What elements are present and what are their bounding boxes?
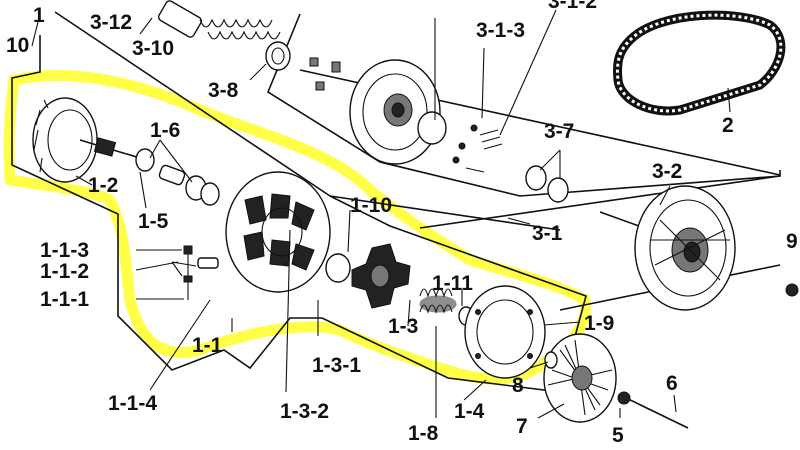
callout-9: 9 [786,230,798,253]
cover-1-4 [464,285,546,379]
bolt-6 [621,395,689,429]
washer-3-7a [525,165,547,191]
callout-1-1-3: 1-1-3 [40,239,89,262]
callout-8: 8 [512,374,524,397]
callout-1-8: 1-8 [408,422,439,445]
driven-pulley-3-2 [599,185,736,311]
bushing-1-6a [158,164,186,186]
callout-7: 7 [516,415,528,438]
ring-1-5 [135,148,155,172]
callout-1-10: 1-10 [350,194,392,217]
highlight-outline [3,69,592,385]
frame-line-right [419,175,781,229]
ring-3-1-3 [417,111,447,145]
washer-8 [544,351,558,369]
sheave-1-2 [32,97,141,183]
driven-sheave-3-1 [309,57,441,165]
callout-3-7: 3-7 [544,120,574,143]
nut-9 [785,283,799,297]
frame-line-lower [329,195,561,231]
drive-belt-2 [613,10,786,116]
callout-1: 1 [33,4,45,27]
frame-line-top [54,11,331,197]
washer-3-8 [265,41,291,71]
movable-sheave-1-1 [225,171,331,293]
callout-1-1-1: 1-1-1 [40,288,89,311]
fan-7 [543,333,617,423]
callout-3-2: 3-2 [652,160,682,183]
washer-5 [617,391,631,405]
callout-1-6: 1-6 [150,119,180,142]
callout-1-11: 1-11 [432,272,473,295]
washer-1-10 [325,253,351,283]
callout-3-1-2: 3-1-2 [548,0,597,13]
washer-3-8-inner [271,47,285,65]
callout-1-9: 1-9 [584,312,614,335]
spider-1-3 [351,243,411,309]
leader-lines [31,9,731,419]
callout-1-1-4: 1-1-4 [108,392,157,415]
spring-1-8 [419,288,457,315]
callout-1-5: 1-5 [138,210,169,233]
spring-3-10 [157,0,281,40]
callout-1-1: 1-1 [192,334,223,357]
callout-6: 6 [666,372,678,395]
ring-1-6c [200,182,220,206]
callout-3-10: 3-10 [132,37,174,60]
callout-3-1-3: 3-1-3 [476,19,525,42]
callout-3-12: 3-12 [90,11,132,34]
callout-1-4: 1-4 [454,400,485,423]
callout-2: 2 [722,114,734,137]
bolts-3-1-2 [452,124,503,173]
callout-1-3-2: 1-3-2 [280,400,329,423]
callout-5: 5 [612,424,624,447]
callout-3-8: 3-8 [208,79,239,102]
callout-1-1-2: 1-1-2 [40,260,89,283]
callout-1-2: 1-2 [88,174,118,197]
callout-1-3-1: 1-3-1 [312,354,361,377]
callout-10: 10 [6,34,29,57]
callout-1-3: 1-3 [388,315,418,338]
washer-3-7b [547,177,569,203]
callout-3-1: 3-1 [532,222,563,245]
weights-1-1-1 [183,245,219,300]
